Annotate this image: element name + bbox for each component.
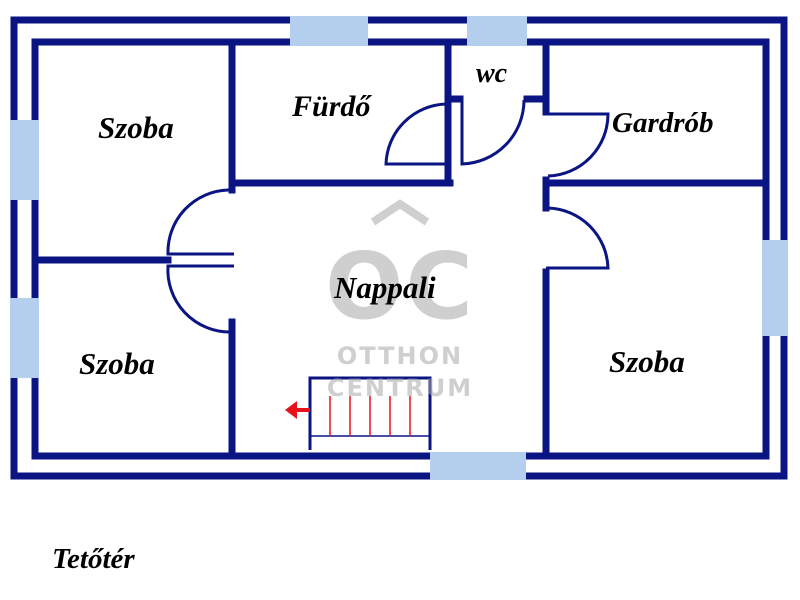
window-bottom [430, 452, 526, 480]
window-left-1 [10, 120, 39, 200]
room-label-bottom-left: Szoba [79, 346, 155, 381]
staircase [285, 376, 432, 450]
room-label-wardrobe: Gardrób [612, 107, 714, 139]
door-bathroom [384, 102, 447, 166]
door-bottom-left-room [166, 264, 234, 334]
room-label-bathroom: Fürdő [291, 90, 372, 123]
door-wardrobe [546, 112, 610, 178]
stair-steps [329, 396, 411, 436]
room-label-living: Nappali [333, 270, 436, 305]
room-label-wc: wc [476, 58, 508, 89]
room-labels: Szoba Fürdő wc Gardrób Nappali Szoba Szo… [79, 58, 714, 381]
door-wc [460, 99, 526, 166]
watermark-logo: OC [325, 233, 475, 340]
window-top-2 [467, 16, 527, 46]
doors [166, 99, 610, 334]
window-top-1 [290, 16, 368, 46]
room-label-top-left: Szoba [98, 110, 174, 145]
room-label-right: Szoba [609, 344, 685, 379]
windows [10, 16, 788, 480]
interior-walls [31, 38, 770, 460]
window-left-2 [10, 298, 39, 378]
floor-label: Tetőtér [52, 543, 135, 575]
window-right [762, 240, 788, 336]
stair-arrow-icon [285, 401, 310, 419]
watermark-roof-icon [370, 199, 430, 226]
door-right-room [546, 206, 610, 270]
watermark-line2: CENTRUM [327, 374, 473, 402]
watermark-line1: OTTHON [337, 342, 463, 370]
watermark: OC OTTHON CENTRUM [325, 199, 475, 402]
door-top-left-room [166, 188, 234, 256]
